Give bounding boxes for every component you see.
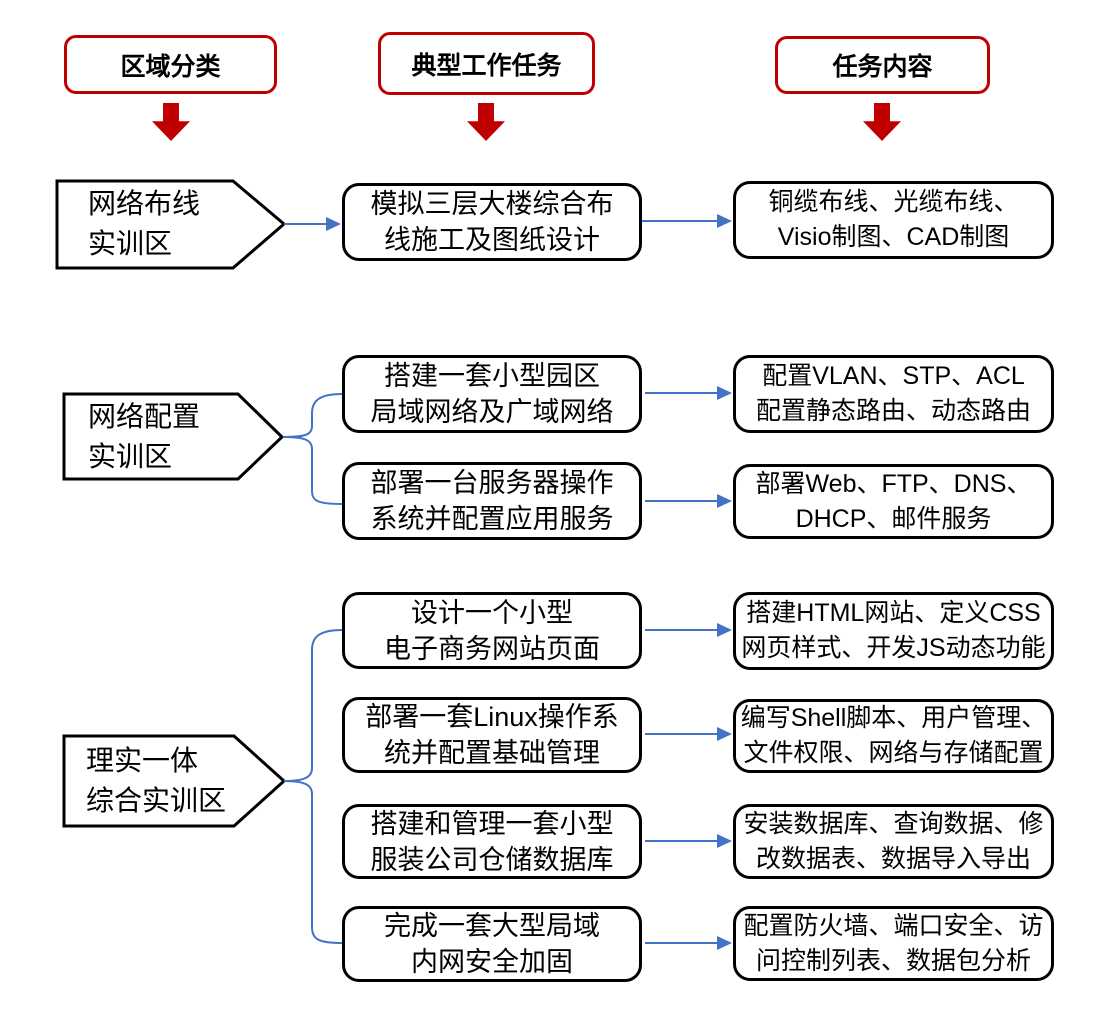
content-line: 文件权限、网络与存储配置 (743, 739, 1044, 767)
task-line: 系统并配置应用服务 (370, 504, 614, 534)
content-line: DHCP、邮件服务 (795, 504, 992, 533)
task-line: 电子商务网站页面 (384, 633, 600, 664)
area-label-line: 实训区 (88, 441, 173, 472)
task-node: 搭建和管理一套小型 服装公司仓储数据库 (342, 804, 642, 879)
task-node: 部署一套Linux操作系 统并配置基础管理 (342, 697, 642, 773)
header-label: 任务内容 (832, 53, 933, 81)
arrowhead-area1-task1 (326, 217, 341, 231)
content-node: 搭建HTML网站、定义CSS 网页样式、开发JS动态功能 (733, 592, 1054, 670)
task-line: 搭建和管理一套小型 (370, 808, 614, 839)
connector-area3-task-bottom (283, 780, 343, 944)
connector-area2-task-lower (282, 436, 343, 505)
content-line: 铜缆布线、光缆布线、 (768, 188, 1019, 216)
area-label-line: 综合实训区 (86, 785, 227, 816)
arrowhead-task3b-content (717, 727, 732, 741)
header-typical-work-tasks: 典型工作任务 (378, 32, 595, 95)
area-label-cabling: 网络布线 实训区 (88, 184, 200, 264)
task-line: 服装公司仓储数据库 (370, 844, 614, 875)
content-line: 配置静态路由、动态路由 (755, 397, 1031, 425)
header-area-classification: 区域分类 (64, 35, 277, 94)
content-line: 配置VLAN、STP、ACL (762, 362, 1025, 390)
content-line: 安装数据库、查询数据、修 (743, 809, 1044, 838)
task-node: 设计一个小型 电子商务网站页面 (342, 592, 642, 669)
header-label: 区域分类 (120, 52, 221, 81)
area-label-integrated: 理实一体 综合实训区 (86, 741, 226, 821)
content-line: 部署Web、FTP、DNS、 (755, 469, 1032, 498)
area-label-line: 网络布线 (88, 188, 201, 219)
content-line: 网页样式、开发JS动态功能 (741, 634, 1046, 662)
task-node: 部署一台服务器操作 系统并配置应用服务 (342, 462, 642, 540)
content-line: 配置防火墙、端口安全、访 (743, 911, 1044, 940)
task-line: 内网安全加固 (411, 947, 573, 977)
content-line: 改数据表、数据导入导出 (755, 844, 1031, 873)
content-node: 配置VLAN、STP、ACL 配置静态路由、动态路由 (733, 355, 1054, 433)
header-task-content: 任务内容 (775, 36, 990, 94)
area-pentagon-network-config (62, 392, 285, 481)
task-line: 线施工及图纸设计 (384, 225, 600, 255)
content-node: 编写Shell脚本、用户管理、 文件权限、网络与存储配置 (733, 699, 1054, 773)
arrowhead-task3d-content (717, 936, 732, 950)
arrowhead-task3c-content (717, 834, 732, 848)
task-line: 搭建一套小型园区 (384, 361, 600, 391)
header-label: 典型工作任务 (411, 51, 562, 80)
task-line: 设计一个小型 (411, 597, 573, 628)
content-line: 问控制列表、数据包分析 (755, 946, 1031, 975)
task-line: 模拟三层大楼综合布 (370, 189, 614, 219)
arrowhead-task3a-content (717, 623, 732, 637)
area-label-network-config: 网络配置 实训区 (88, 397, 200, 477)
area-label-line: 理实一体 (86, 745, 199, 776)
task-node: 模拟三层大楼综合布 线施工及图纸设计 (342, 183, 642, 261)
connector-area3-task-top (283, 629, 343, 782)
arrowhead-task2b-content (717, 494, 732, 508)
task-node: 搭建一套小型园区 局域网络及广域网络 (342, 355, 642, 433)
task-node: 完成一套大型局域 内网安全加固 (342, 906, 642, 982)
task-line: 统并配置基础管理 (384, 738, 600, 768)
task-line: 局域网络及广域网络 (370, 397, 614, 427)
content-line: 搭建HTML网站、定义CSS (746, 599, 1041, 627)
task-line: 部署一套Linux操作系 (365, 702, 619, 732)
area-label-line: 实训区 (88, 228, 173, 259)
area-pentagon-integrated (62, 734, 287, 828)
task-line: 完成一套大型局域 (384, 911, 600, 941)
content-node: 铜缆布线、光缆布线、 Visio制图、CAD制图 (733, 181, 1054, 259)
arrowhead-task1-content1 (717, 214, 732, 228)
content-node: 部署Web、FTP、DNS、 DHCP、邮件服务 (733, 464, 1054, 539)
content-node: 配置防火墙、端口安全、访 问控制列表、数据包分析 (733, 906, 1054, 981)
content-line: Visio制图、CAD制图 (777, 223, 1010, 251)
arrowhead-task2a-content (717, 386, 732, 400)
area-label-line: 网络配置 (88, 401, 201, 432)
connector-area2-task-upper (282, 393, 343, 438)
content-node: 安装数据库、查询数据、修 改数据表、数据导入导出 (733, 804, 1054, 879)
area-pentagon-cabling (55, 179, 287, 270)
task-line: 部署一台服务器操作 (370, 468, 614, 498)
content-line: 编写Shell脚本、用户管理、 (740, 704, 1047, 732)
